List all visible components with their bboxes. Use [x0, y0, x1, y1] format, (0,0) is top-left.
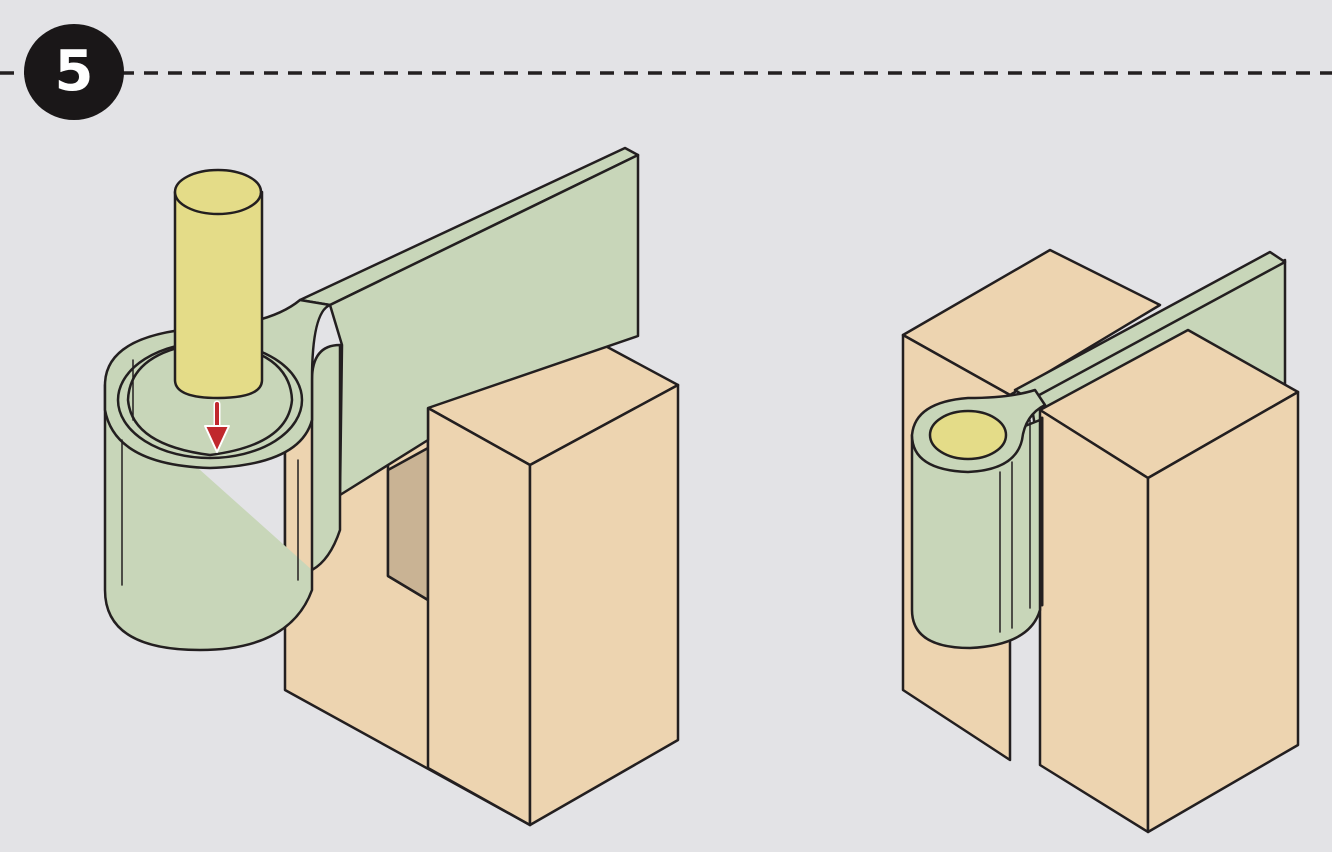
yellow-pin-seated — [928, 409, 1008, 461]
wood-block-right — [528, 383, 680, 827]
hinge-eye-body — [103, 343, 342, 652]
yellow-pin-top — [173, 168, 263, 216]
down-arrow-icon — [204, 400, 230, 453]
hinge-before-illustration — [103, 146, 680, 827]
wood-slot-shadow — [386, 446, 430, 602]
step-number-badge: 5 — [24, 24, 124, 120]
strap-plate-face — [328, 153, 640, 497]
hinge-after-illustration — [901, 248, 1300, 834]
hinge-eye-right-body — [910, 418, 1042, 650]
wood-block-right-left — [1038, 408, 1150, 834]
wood-block-right-right — [1146, 390, 1300, 834]
yellow-pin — [173, 190, 264, 400]
wood-block-left — [426, 406, 532, 827]
